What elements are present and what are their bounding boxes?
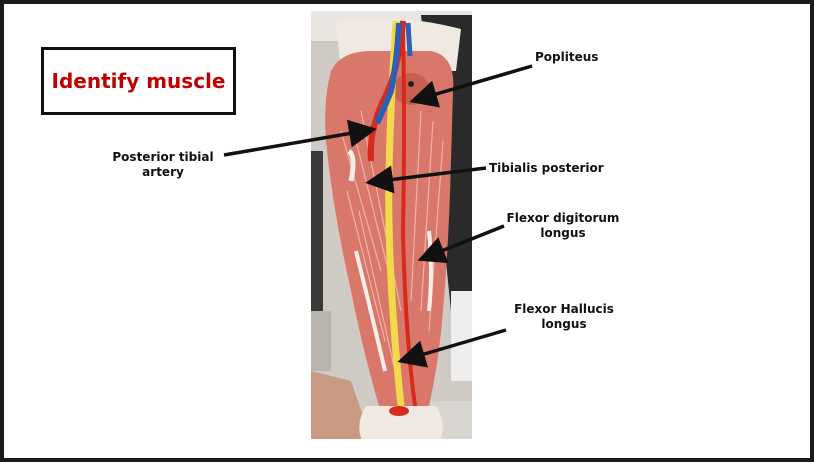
label-flexor-digitorum-line1: Flexor digitorum xyxy=(506,211,620,225)
leg-model-illustration xyxy=(311,11,472,439)
label-tibialis-posterior: Tibialis posterior xyxy=(489,161,604,175)
label-posterior-tibial-artery-line2: artery xyxy=(142,165,184,179)
label-posterior-tibial-artery: Posterior tibial artery xyxy=(108,150,218,180)
label-flexor-hallucis-line1: Flexor Hallucis xyxy=(514,302,614,316)
leg-muscle-model-photo xyxy=(311,11,472,439)
label-flexor-hallucis-longus: Flexor Hallucis longus xyxy=(504,302,624,332)
label-posterior-tibial-artery-line1: Posterior tibial xyxy=(112,150,214,164)
slide-title: Identify muscle xyxy=(51,69,226,93)
label-flexor-digitorum-longus: Flexor digitorum longus xyxy=(498,211,628,241)
label-popliteus: Popliteus xyxy=(535,50,599,64)
label-flexor-hallucis-line2: longus xyxy=(541,317,587,331)
label-flexor-digitorum-line2: longus xyxy=(540,226,586,240)
title-box: Identify muscle xyxy=(41,47,236,115)
